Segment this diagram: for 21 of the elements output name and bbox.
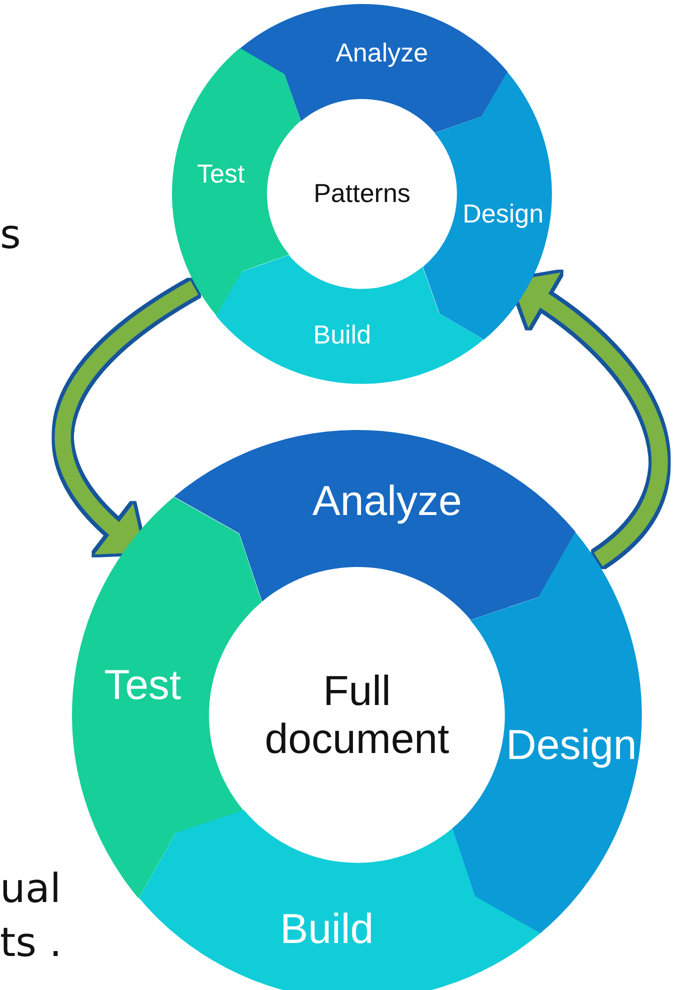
segment-label: Design: [462, 198, 544, 230]
text-fragment: ts .: [0, 920, 62, 966]
cycle-segment: [72, 496, 262, 898]
segment-label: Analyze: [312, 476, 462, 525]
segment-label: Build: [313, 320, 372, 351]
cycle-segment: [240, 4, 508, 133]
cycle-segment: [174, 430, 576, 620]
segment-label: Test: [197, 158, 245, 190]
cycle-segment: [452, 532, 642, 934]
text-fragment: s: [0, 212, 21, 258]
segment-label: Build: [280, 905, 374, 954]
cycle-segment: [423, 72, 552, 340]
center-label: Patterns: [314, 179, 410, 209]
segment-label: Analyze: [336, 37, 428, 68]
cycle-segment: [216, 255, 484, 384]
cycle-segment: [172, 48, 301, 316]
segment-label: Test: [104, 660, 182, 709]
text-fragment: ual: [0, 866, 61, 912]
center-label: Full document: [264, 666, 450, 764]
segment-label: Design: [506, 721, 637, 770]
cycle-segment: [138, 810, 540, 990]
